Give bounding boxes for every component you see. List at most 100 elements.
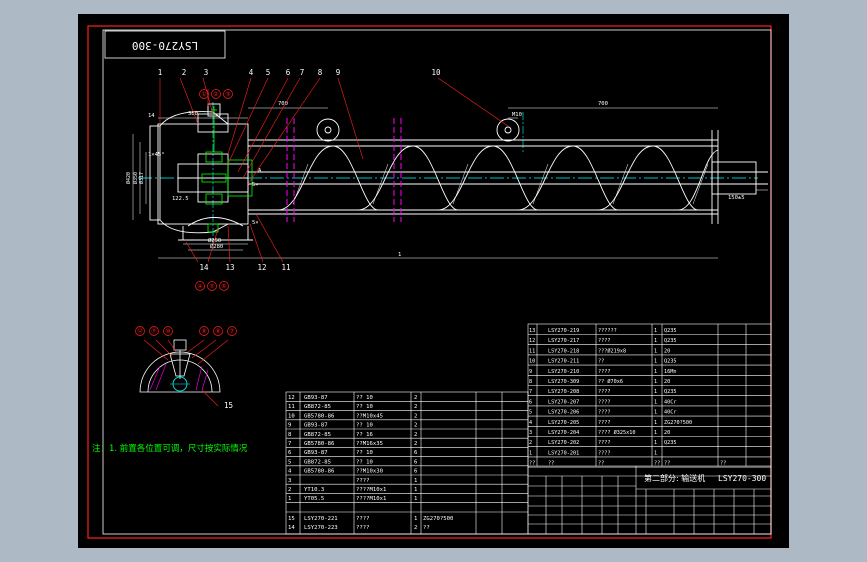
- detail-ref-8: ⑧: [215, 328, 220, 335]
- bom-right-cell: ??: [548, 461, 554, 467]
- bom-right-cell: LSY270-204: [548, 430, 579, 436]
- bom-right-cell: ????: [598, 450, 611, 456]
- circle-ref-4: ④: [197, 283, 202, 290]
- bom-right-cell: 11: [529, 348, 535, 354]
- bom-left-cell: ??M10x45: [356, 413, 383, 419]
- bom-left-cell: 5: [288, 459, 291, 465]
- circle-refs-top: [199, 89, 233, 99]
- detail-leaders: [143, 339, 229, 407]
- bom-left-cell: 6: [414, 459, 417, 465]
- bom-left-cell: ????: [356, 478, 369, 484]
- bom-right-cell: LSY270-219: [548, 328, 579, 334]
- bom-left-cell: GB93-87: [304, 395, 328, 401]
- bom-right-cell: LSY270-211: [548, 359, 579, 365]
- detail-view: [139, 339, 221, 393]
- bom-left-cell: GB93-87: [304, 423, 328, 429]
- bom-left-cell: ?? 10: [356, 404, 373, 410]
- bom-right-cell: ??: [598, 461, 604, 467]
- circle-ref-3: ③: [225, 91, 230, 98]
- bom-right-cell: 3: [529, 430, 532, 436]
- bom-right-cell: LSY270-201: [548, 450, 579, 456]
- bom-right-cell: LSY270-309: [548, 379, 579, 385]
- bom-left-cell: 11: [288, 404, 295, 410]
- bom-right-cell: ???Ø219x8: [598, 347, 626, 354]
- bom-left-cell: 4: [288, 469, 292, 475]
- bom-left-cell: 2: [414, 432, 417, 438]
- bom-right-cell: 20: [664, 430, 670, 436]
- dim-122: 122.5: [172, 196, 189, 202]
- bom-right-cell: ???? Ø325x10: [598, 429, 635, 436]
- bom-left-grid: [285, 391, 529, 535]
- bom-right-cell: Q235: [664, 440, 677, 446]
- dim-vertical-labels: Ø420 Ø350 Ø317: [125, 172, 145, 184]
- bom-right-cell: 1: [654, 379, 657, 385]
- detail-ref-9: ⑨: [201, 328, 206, 335]
- bom-right-cell: 7: [529, 389, 532, 395]
- circle-ref-6: ⑥: [221, 283, 226, 290]
- bom-left-cell: 2: [414, 441, 417, 447]
- bom-right-cell: LSY270-217: [548, 338, 579, 344]
- bom-right-cell: ????: [598, 389, 611, 395]
- svg-text:Ø317: Ø317: [138, 172, 145, 184]
- drawing-code: LSY270-300: [718, 474, 766, 483]
- callout-6: 6: [286, 68, 291, 77]
- dim-700b: 700: [598, 101, 608, 107]
- svg-text:5×: 5×: [252, 182, 259, 188]
- dim-total: 1: [398, 252, 401, 258]
- detail-ref-7: ⑦: [229, 328, 234, 335]
- bom-right-cell: LSY270-218: [548, 348, 579, 354]
- bom-right-cell: ??: [720, 461, 726, 467]
- bom-right-cell: ZG270?500: [664, 420, 692, 426]
- bom-left-cell: 2: [414, 413, 417, 419]
- bom-left-bottom-cell: ????: [356, 516, 369, 522]
- bom-right-cell: 1: [529, 450, 532, 456]
- bom-right-cell: 16Mn: [664, 369, 677, 375]
- bom-right-cell: 1: [654, 410, 657, 416]
- bom-left-cell: 1: [414, 496, 417, 502]
- bom-right-cell: 1: [654, 369, 657, 375]
- bom-right-cell: 1: [654, 338, 657, 344]
- bom-left-cell: GB5780-86: [304, 413, 334, 419]
- bom-left-cell: 7: [288, 441, 291, 447]
- bom-left-cell: GB872-85: [304, 404, 331, 410]
- bom-right-cell: ????: [598, 338, 611, 344]
- bom-left-cell: 2: [414, 395, 417, 401]
- bom-right-cell: 1: [654, 348, 657, 354]
- circle-refs-bottom: [195, 281, 229, 291]
- svg-text:Ø350: Ø350: [132, 172, 139, 184]
- bom-left-cell: 2: [414, 404, 417, 410]
- bom-right-cell: 40Cr: [664, 399, 677, 405]
- bom-right-cell: 1: [654, 389, 657, 395]
- leader-lines: [159, 77, 509, 263]
- bom-left-cell: YT10.3: [304, 487, 324, 493]
- bom-right-cell: 20: [664, 348, 670, 354]
- bom-right-cell: LSY270-210: [548, 369, 579, 375]
- bom-left-cell: ????M10x1: [356, 496, 386, 502]
- callout-12: 12: [257, 263, 266, 272]
- bom-right-cell: Q235: [664, 328, 677, 334]
- bom-left-cell: GB5780-86: [304, 469, 334, 475]
- bom-right-cell: LSY270-205: [548, 420, 579, 426]
- bom-right-cell: 1: [654, 450, 657, 456]
- callout-7: 7: [300, 68, 305, 77]
- bom-right-cell: 1: [654, 420, 657, 426]
- bom-left-cell: 2: [414, 423, 417, 429]
- bom-right-cell: 6: [529, 399, 532, 405]
- bom-left-cell: 9: [288, 423, 291, 429]
- detail-ref-11: ⑪: [151, 327, 157, 335]
- dim-phi280: Ø280: [210, 243, 223, 250]
- bom-right-cell: 5: [529, 410, 532, 416]
- bom-left-bottom-cell: LSY270-223: [304, 525, 338, 531]
- bom-left-cell: GB93-87: [304, 450, 328, 456]
- bom-right-cell: 1: [654, 359, 657, 365]
- bom-right-cell: 2: [529, 440, 532, 446]
- screw-flights: [248, 145, 768, 211]
- callout-9: 9: [336, 68, 341, 77]
- bom-right-cell: 1: [654, 440, 657, 446]
- bom-left-bottom-cell: LSY270-221: [304, 516, 338, 522]
- bom-right-cell: 8: [529, 379, 532, 385]
- title-code-box: [104, 30, 226, 59]
- dim-700a: 700: [278, 101, 288, 107]
- detail-hatch: [149, 363, 209, 391]
